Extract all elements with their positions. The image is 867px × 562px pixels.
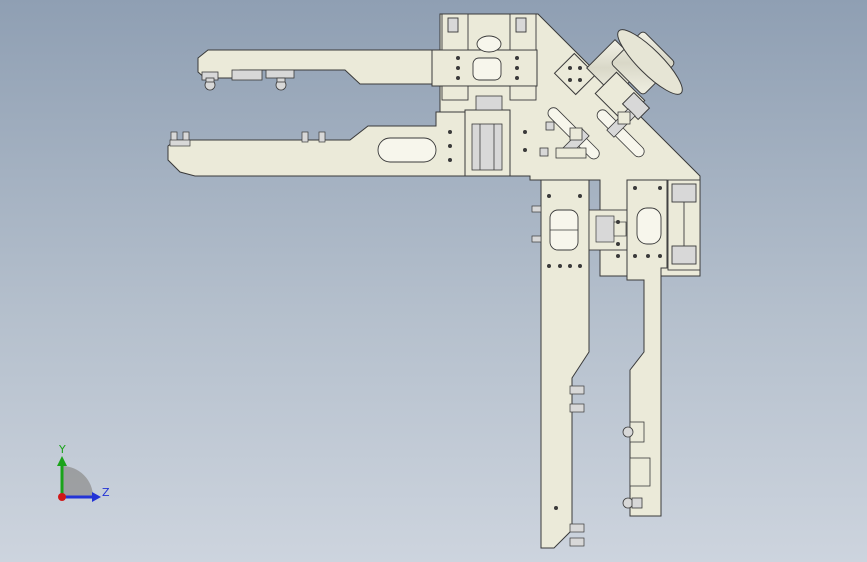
right-finger-holes bbox=[616, 186, 662, 258]
flange-mount-holes bbox=[568, 66, 582, 82]
top-slides bbox=[441, 13, 537, 101]
upper-clamp-window bbox=[472, 57, 502, 81]
lower-clamp-detail bbox=[471, 95, 503, 171]
flange-mount-block bbox=[553, 52, 597, 96]
triad-shade bbox=[62, 466, 93, 497]
right-finger-window bbox=[636, 207, 662, 245]
right-finger-pads bbox=[622, 421, 651, 509]
lower-finger-slot bbox=[377, 137, 437, 163]
y-axis-arrow bbox=[57, 456, 67, 466]
right-rail-assembly bbox=[667, 179, 701, 271]
z-axis-label: Z bbox=[102, 486, 110, 499]
y-axis-label: Y bbox=[59, 443, 66, 456]
lower-clamp-holes bbox=[448, 130, 527, 162]
lower-finger-bolts bbox=[169, 131, 326, 147]
left-vertical-finger bbox=[540, 179, 590, 549]
z-axis-arrow bbox=[92, 492, 101, 502]
diagonal-fittings bbox=[539, 108, 636, 159]
robot-flange bbox=[586, 29, 683, 123]
x-axis-dot bbox=[58, 493, 66, 501]
bridge-fittings bbox=[595, 215, 627, 243]
coordinate-triad bbox=[57, 456, 101, 502]
upper-clamp-holes bbox=[456, 56, 519, 80]
upper-finger-bolts bbox=[201, 69, 295, 91]
left-finger-holes bbox=[547, 194, 582, 510]
left-finger-bolts bbox=[531, 205, 585, 547]
